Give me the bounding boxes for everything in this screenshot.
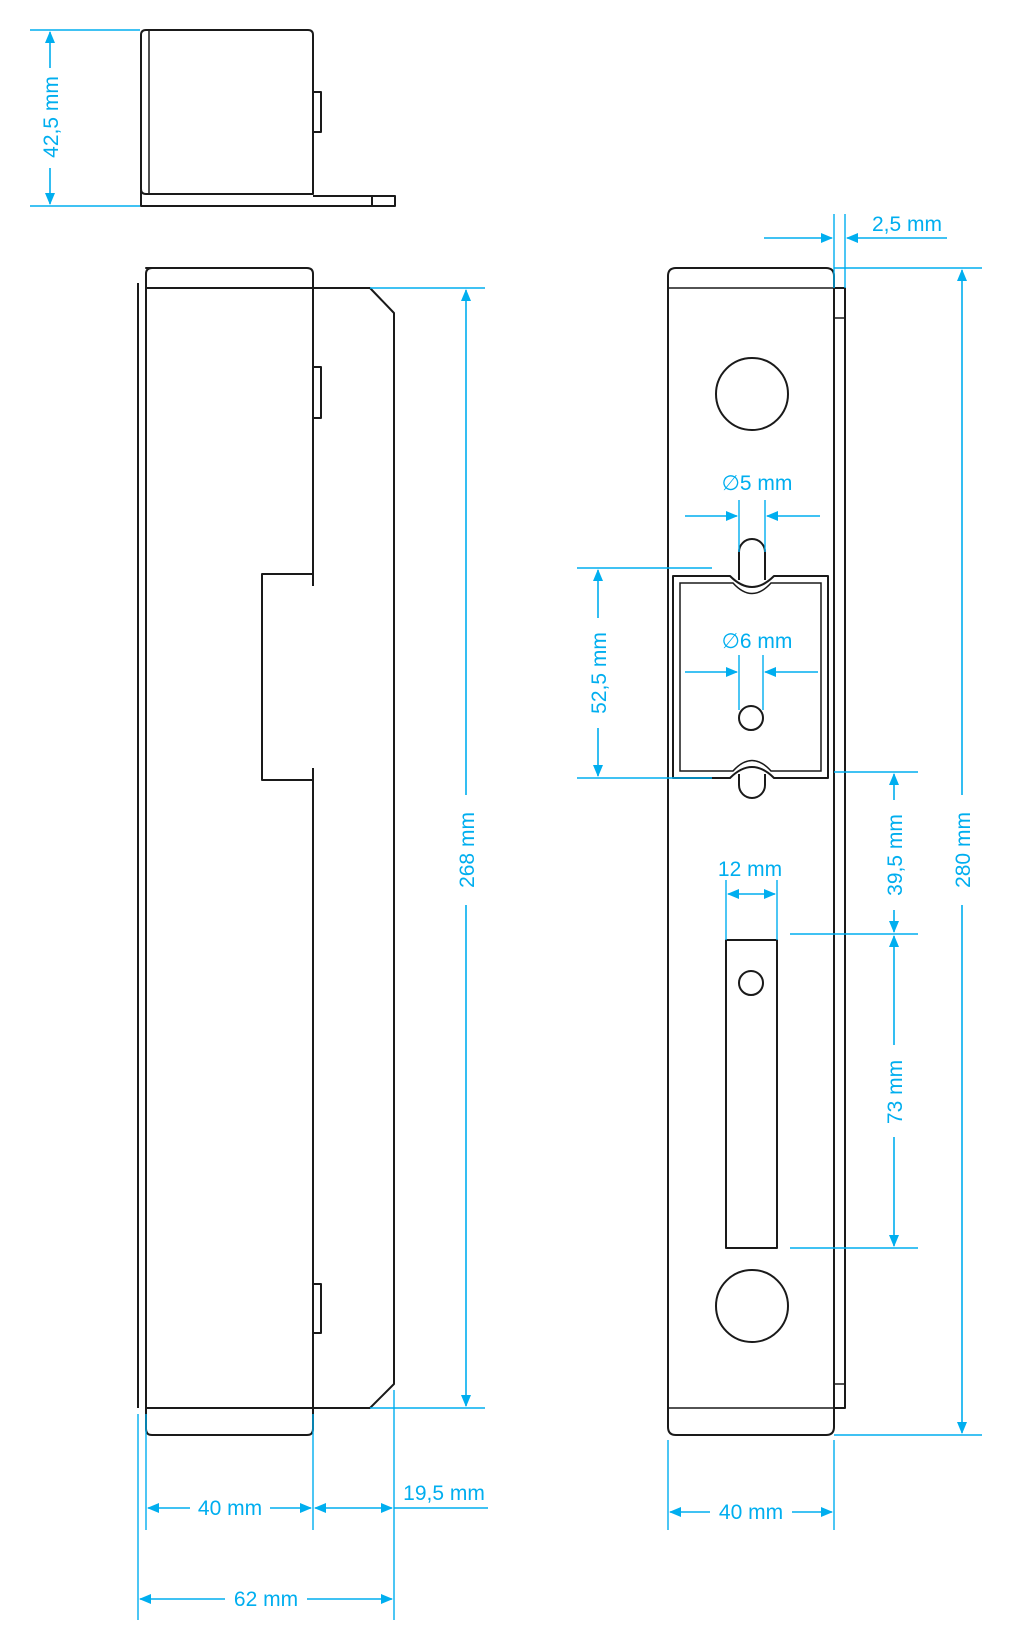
front-view-cutout-inner: [679, 582, 822, 772]
side-width-step-label: 19,5 mm: [403, 1482, 485, 1505]
dimensions-front-view: 2,5 mm 280 mm ∅5 mm ∅6 mm 52,5 mm 39,5 m…: [577, 213, 982, 1530]
side-view: [137, 267, 395, 1436]
front-view-mounting-hole-top: [715, 357, 789, 431]
front-view-slot: [725, 939, 778, 1249]
front-view-mounting-hole-bottom: [715, 1269, 789, 1343]
front-view-hole-6mm: [738, 705, 764, 731]
front-view: [667, 267, 846, 1436]
top-view-body: [140, 29, 314, 195]
plate-thickness-label: 2,5 mm: [872, 213, 942, 236]
top-view-tab: [313, 91, 322, 133]
offset-label: 39,5 mm: [884, 814, 907, 896]
side-height-label: 268 mm: [456, 812, 479, 888]
dimensions-side-view: 268 mm 40 mm 19,5 mm 62 mm: [137, 287, 488, 1620]
dimensions-top-view: 42,5 mm: [30, 29, 140, 207]
side-view-body-right: [261, 288, 314, 1408]
front-view-hole-5mm-lower: [738, 774, 766, 799]
side-view-tab-lower: [313, 1283, 322, 1334]
front-view-hole-5mm: [738, 538, 766, 580]
top-view-flange: [140, 190, 396, 207]
hole-5mm-label: ∅5 mm: [722, 472, 793, 495]
front-view-plate: [667, 267, 835, 1436]
side-view-step-profile: [313, 287, 395, 1409]
side-view-notch-top: [262, 573, 314, 586]
cutout-height-label: 52,5 mm: [588, 632, 611, 714]
front-view-slot-hole: [738, 970, 764, 996]
front-view-cutout: [672, 575, 829, 779]
side-view-cap-bottom: [145, 1407, 314, 1436]
side-width-body-label: 40 mm: [198, 1497, 262, 1520]
side-view-cap-top: [145, 267, 314, 289]
hole-6mm-label: ∅6 mm: [722, 630, 793, 653]
front-total-height-label: 280 mm: [952, 812, 975, 888]
slot-width-label: 12 mm: [718, 858, 782, 881]
side-view-tab-upper: [313, 366, 322, 419]
side-total-width-label: 62 mm: [234, 1588, 298, 1611]
slot-height-label: 73 mm: [884, 1060, 907, 1124]
front-width-label: 40 mm: [719, 1501, 783, 1524]
top-height-label: 42,5 mm: [40, 76, 63, 158]
top-view: [140, 29, 396, 207]
front-view-edge-plate: [834, 287, 846, 1409]
